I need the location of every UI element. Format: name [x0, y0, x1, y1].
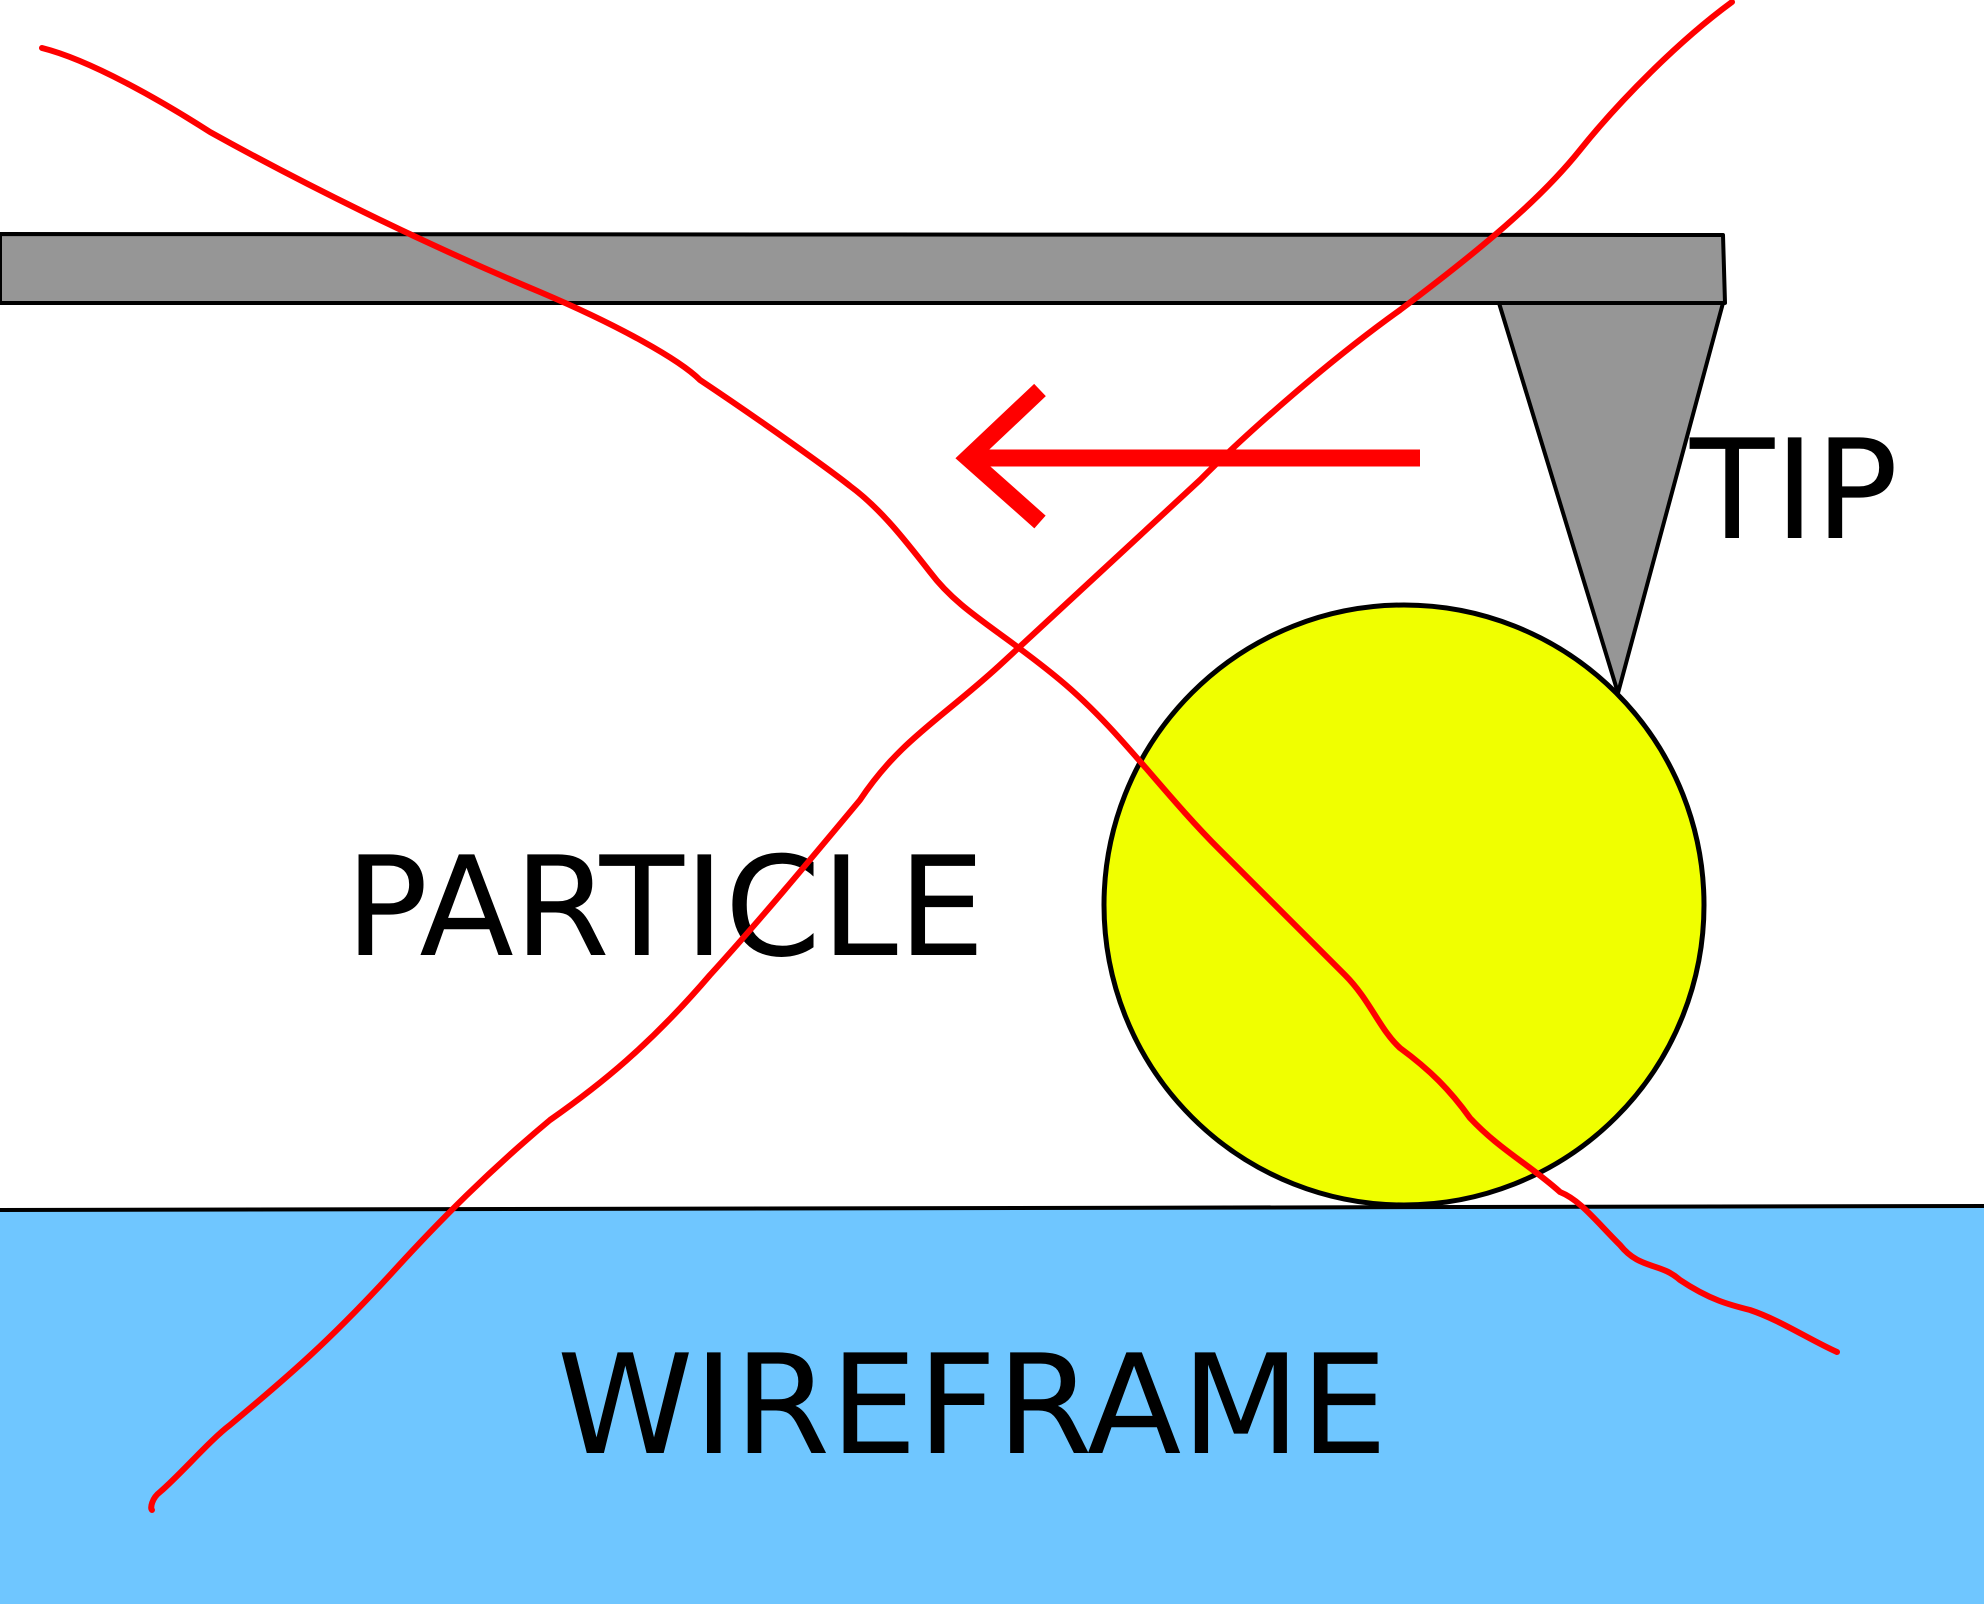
tip-label: TIP [1689, 410, 1898, 571]
wireframe-surface-line [0, 1204, 1984, 1212]
wireframe-label: WIREFRAME [557, 1325, 1388, 1486]
cantilever-beam [0, 232, 1727, 305]
afm-tip [1497, 301, 1725, 695]
arrow-head [955, 383, 1046, 529]
cross-out-stroke-2 [148, 0, 1735, 1513]
wireframe-substrate [0, 1206, 1984, 1604]
cross-out-mark [39, 0, 1840, 1513]
particle-label: PARTICLE [345, 827, 985, 988]
cross-out-stroke-1 [39, 45, 1840, 1355]
particle-circle [1101, 602, 1707, 1208]
push-direction-arrow [955, 383, 1420, 529]
